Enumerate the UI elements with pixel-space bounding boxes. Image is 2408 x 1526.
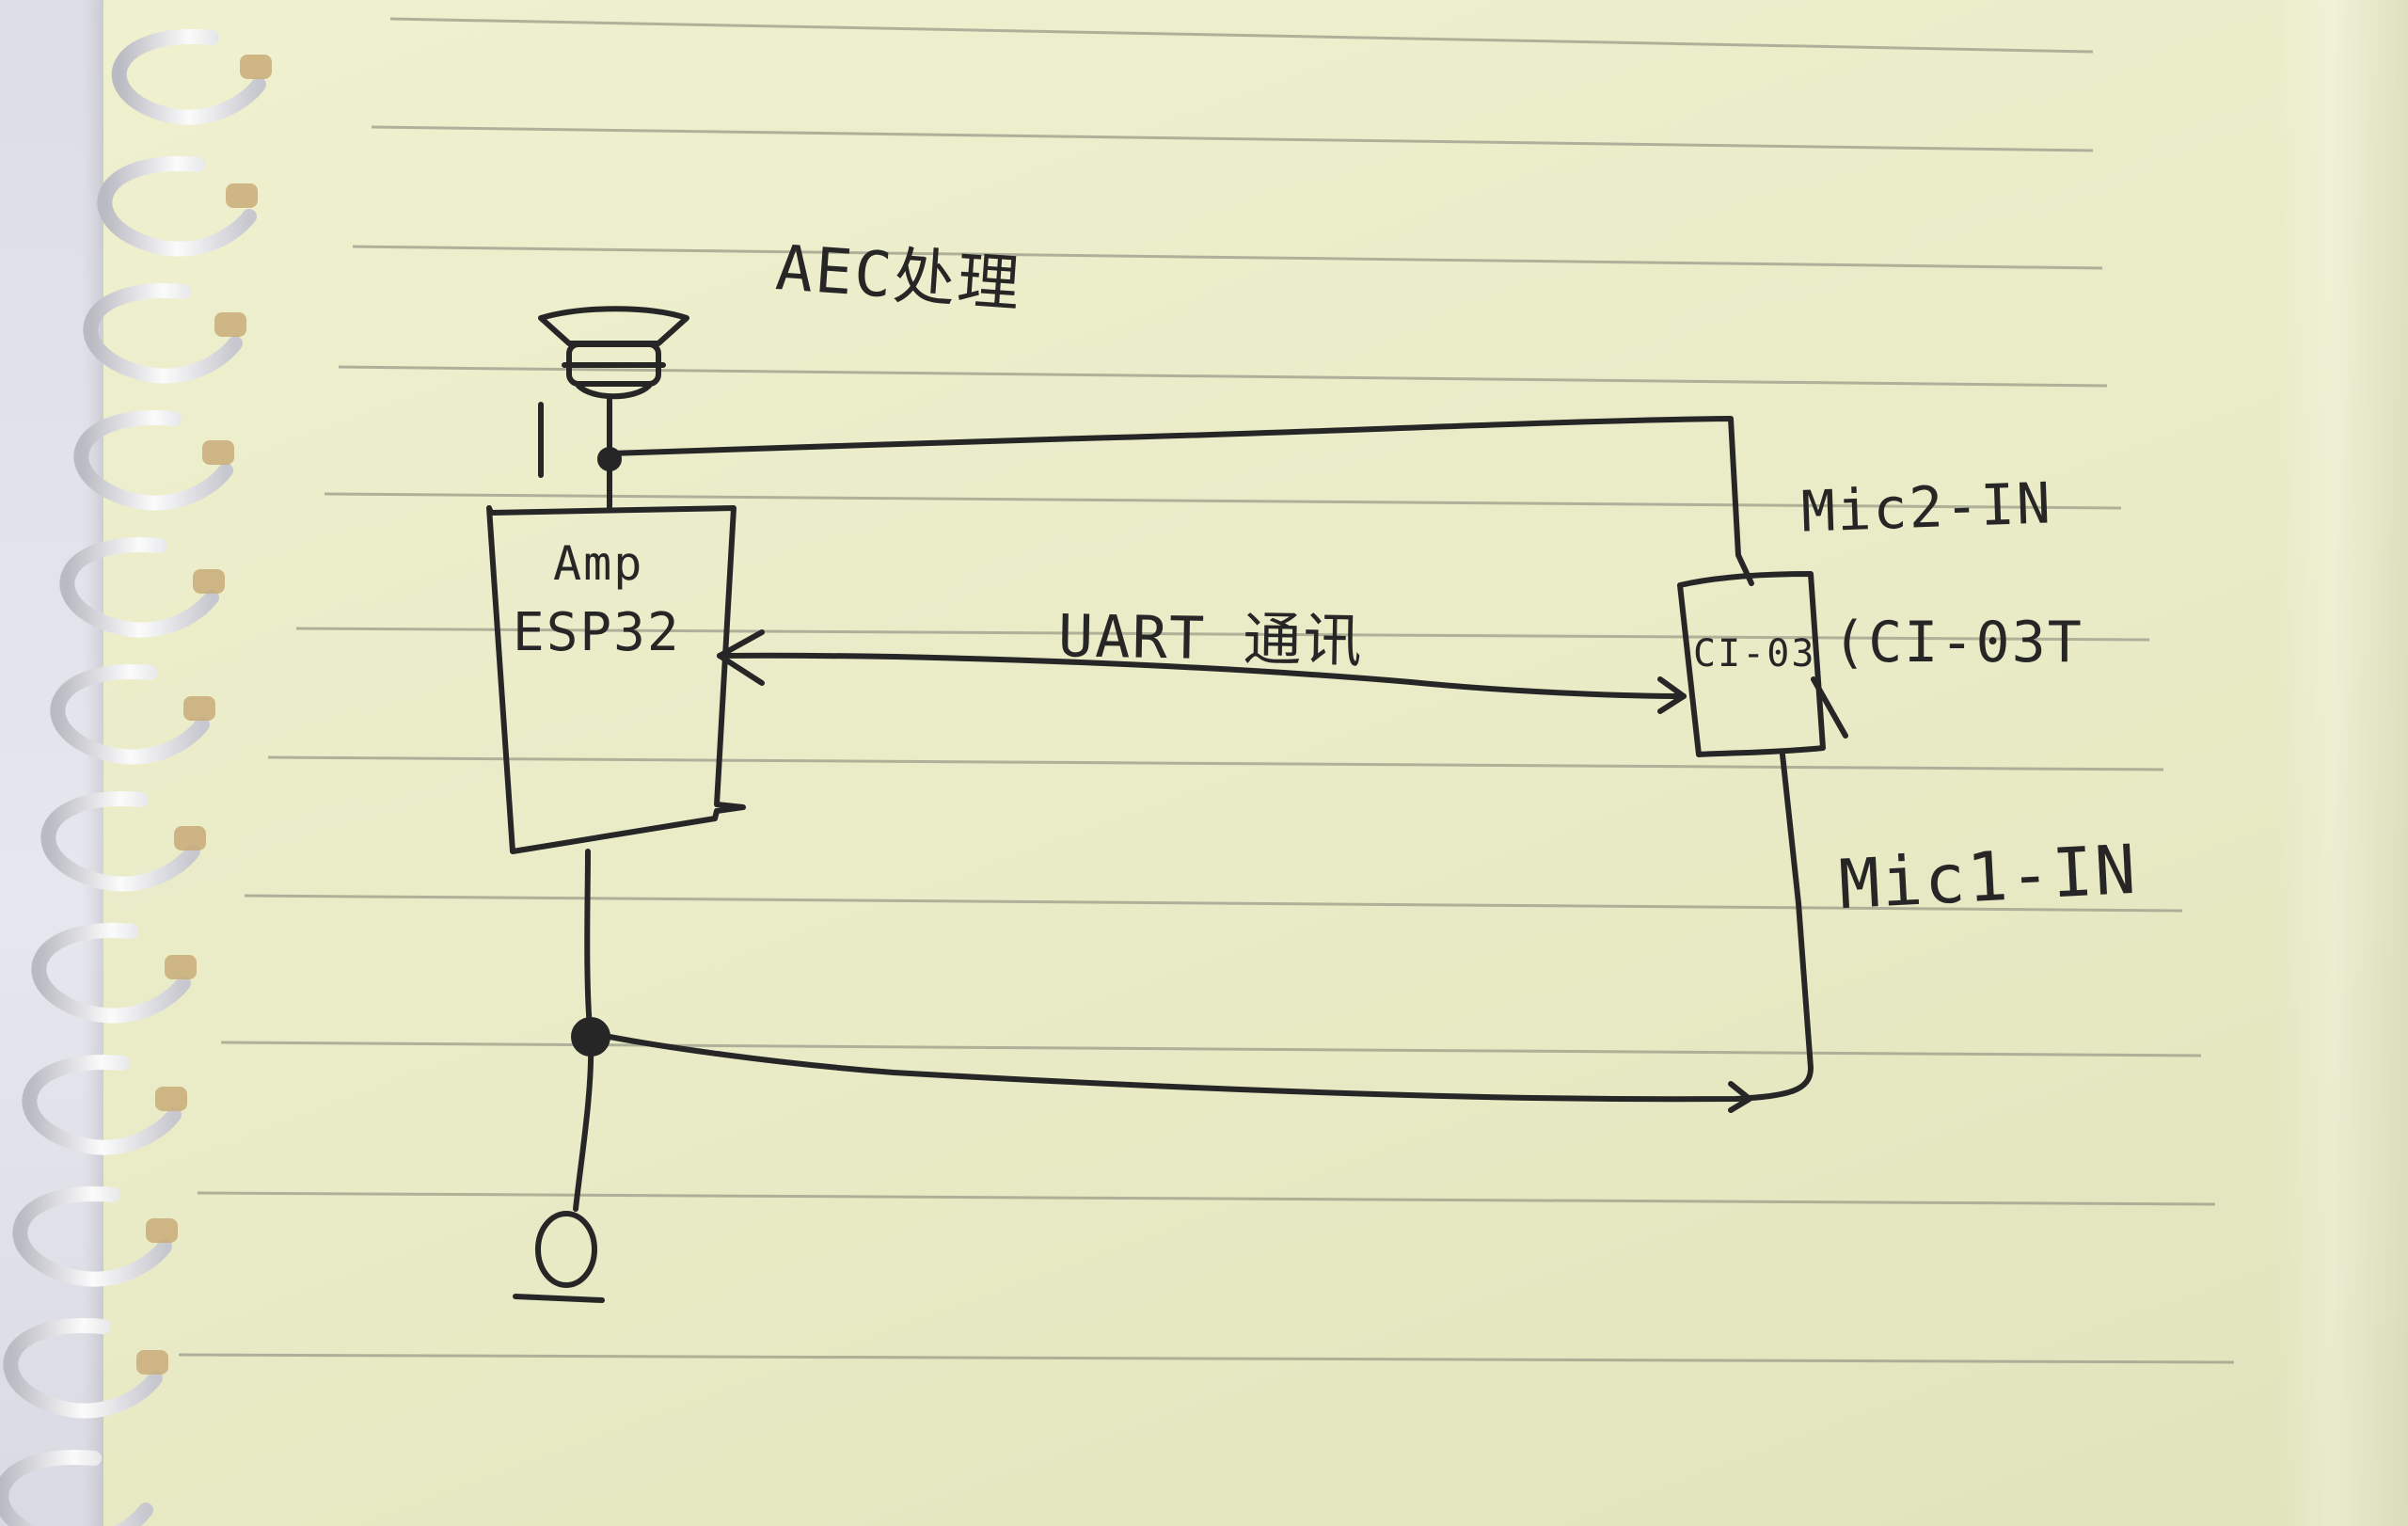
ci03-chip-label: CI-03 (1693, 632, 1816, 676)
binding-hole (165, 955, 197, 979)
spiral-rings (0, 28, 266, 1526)
uart-comm-label: UART 通讯 (1057, 601, 1365, 676)
uart-link (717, 652, 1687, 699)
microphone-icon (513, 1211, 605, 1303)
spiral-ring (3, 1318, 163, 1419)
uart-arrow-right (1657, 676, 1687, 714)
spiral-ring (31, 923, 191, 1024)
speaker-icon (538, 306, 689, 511)
binding-hole (146, 1218, 178, 1243)
rule-line (267, 755, 2164, 771)
binding-holes (136, 55, 272, 1375)
top-junction-dot (597, 447, 622, 471)
ci03t-model-label: (CI-03T (1832, 610, 2083, 676)
spiral-ring (50, 664, 210, 765)
spiral-ring (111, 28, 266, 125)
rule-line (371, 125, 2094, 152)
rule-line (197, 1191, 2216, 1206)
top-feedback-wire (607, 416, 1754, 586)
bottom-wire-arrow (1728, 1081, 1752, 1113)
spiral-ring (0, 1450, 153, 1526)
amp-label: Amp (553, 536, 644, 591)
amp-esp32-block (486, 505, 746, 854)
rule-line (244, 894, 2183, 913)
binding-hole (183, 696, 215, 721)
spiral-ring (12, 1186, 172, 1287)
spiral-ring (22, 1055, 182, 1155)
spiral-ring (40, 791, 200, 892)
spiral-ring (97, 156, 257, 257)
rule-line (389, 17, 2094, 54)
uart-arrow-left (717, 629, 765, 686)
binding-hole (155, 1087, 187, 1111)
binding-hole (226, 183, 258, 208)
spiral-ring (73, 410, 233, 511)
bottom-junction-dot (571, 1017, 610, 1057)
mic1-in-label: Mic1-IN (1837, 829, 2140, 925)
spiral-ring (83, 283, 243, 384)
rule-line (295, 627, 2150, 642)
binding-hole (214, 312, 246, 337)
binding-hole (174, 826, 206, 850)
rule-line (324, 492, 2122, 510)
esp32-label: ESP32 (513, 602, 681, 663)
rule-line (338, 365, 2108, 388)
binding-hole (240, 55, 272, 79)
ci03t-block (1677, 571, 1826, 757)
rule-line (178, 1353, 2235, 1364)
binding-hole (202, 440, 234, 465)
rule-line (220, 1041, 2202, 1057)
aec-processing-label: AEC处理 (773, 230, 1024, 322)
mic2-in-label: Mic2-IN (1799, 470, 2054, 546)
notebook-page (103, 0, 2408, 1526)
bottom-feedback-wire (607, 752, 1814, 1103)
binding-hole (193, 569, 225, 594)
page-edge (2276, 0, 2408, 1526)
rule-line (352, 245, 2103, 270)
spiral-ring (59, 537, 219, 638)
ci03t-pin (1811, 676, 1848, 739)
binding-hole (136, 1350, 168, 1375)
